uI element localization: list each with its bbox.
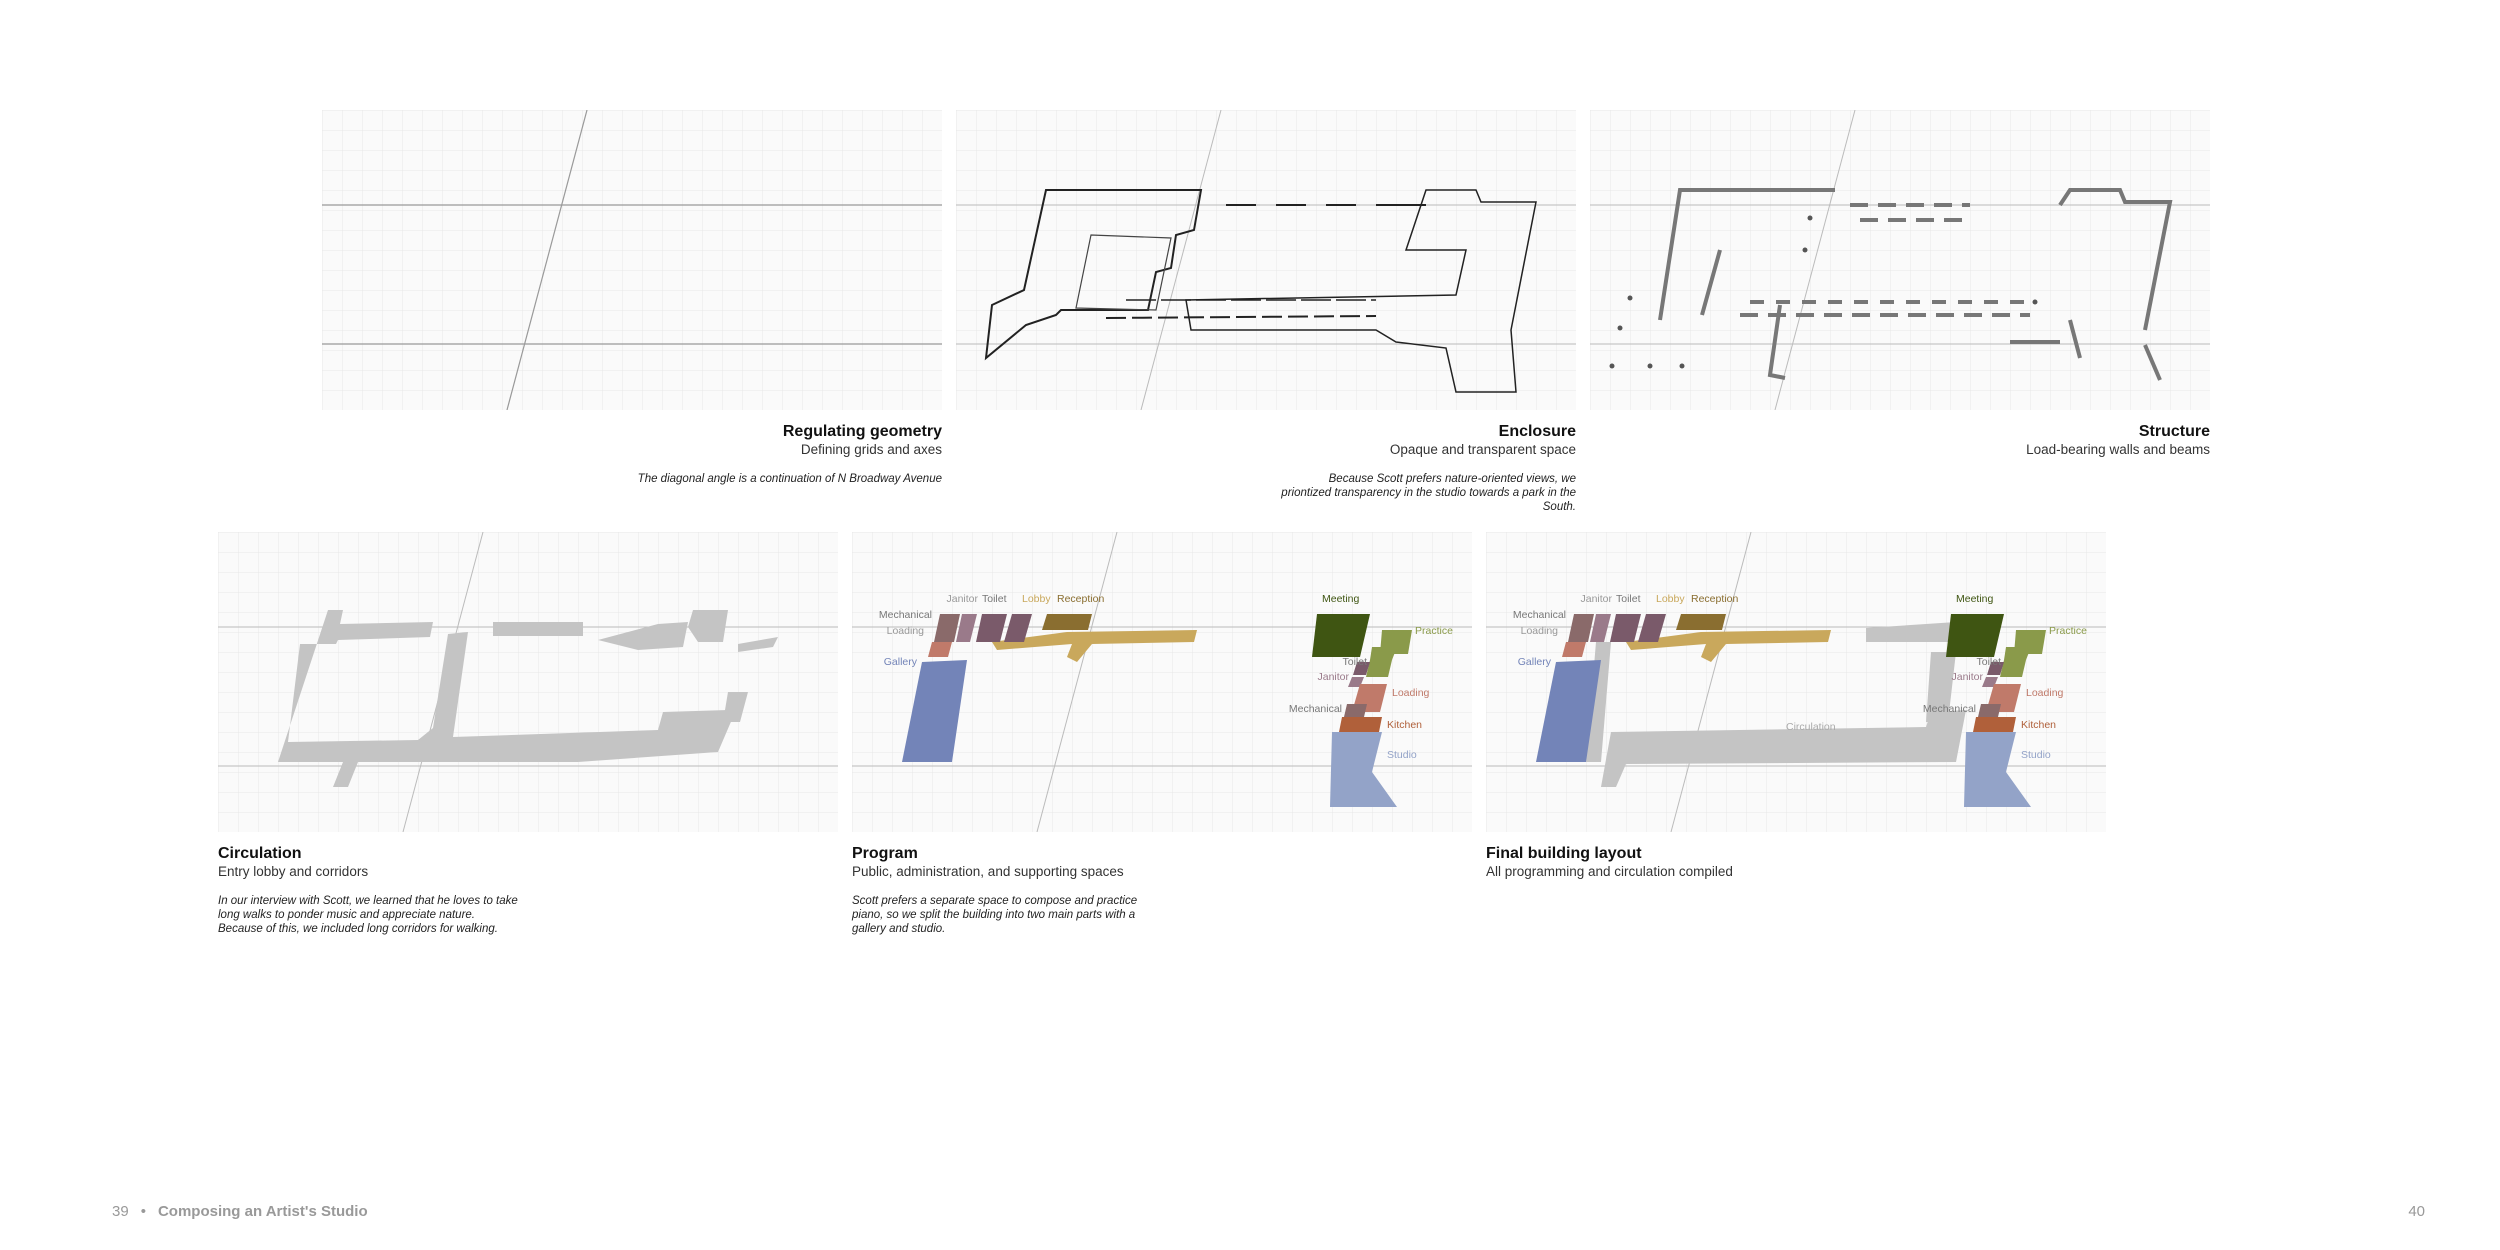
label-toilet: Toilet: [982, 593, 1007, 605]
panel-program: Mechanical Loading Janitor Toilet Lobby …: [852, 532, 1472, 936]
left-page-number: 39: [112, 1203, 129, 1220]
enclosure-diagram: [956, 110, 1576, 410]
label-janitor: Janitor: [946, 593, 978, 605]
panel-note: Because Scott prefers nature-oriented vi…: [1281, 473, 1576, 513]
panel-note: Scott prefers a separate space to compos…: [852, 895, 1138, 935]
label-kitchen: Kitchen: [2021, 719, 2056, 731]
program-diagram: Mechanical Loading Janitor Toilet Lobby …: [852, 532, 1472, 832]
panel-final-layout: Mechanical Loading Janitor Toilet Lobby …: [1486, 532, 2106, 880]
panel-title: Final building layout: [1486, 845, 1642, 862]
panel-subtitle: Load-bearing walls and beams: [2026, 442, 2210, 457]
panel-subtitle: Public, administration, and supporting s…: [852, 864, 1124, 879]
panel-title: Enclosure: [1498, 423, 1576, 440]
label-practice: Practice: [2049, 625, 2087, 637]
label-loading: Loading: [1521, 625, 1559, 637]
label-meeting: Meeting: [1322, 593, 1360, 605]
label-toilet-2: Toilet: [1342, 656, 1367, 668]
circulation-diagram: [218, 532, 838, 832]
label-gallery: Gallery: [1518, 656, 1552, 668]
label-mechanical-2: Mechanical: [1289, 703, 1342, 715]
regulating-geometry-diagram: [322, 110, 942, 410]
book-title: Composing an Artist's Studio: [157, 1203, 368, 1220]
footer-separator: •: [140, 1203, 146, 1220]
panel-title: Regulating geometry: [782, 423, 942, 440]
label-mechanical: Mechanical: [879, 609, 932, 621]
label-mechanical-2: Mechanical: [1923, 703, 1976, 715]
panel-subtitle: All programming and circulation compiled: [1486, 864, 1733, 879]
label-lobby: Lobby: [1656, 593, 1685, 605]
label-janitor-2: Janitor: [1317, 671, 1349, 683]
label-loading: Loading: [887, 625, 925, 637]
label-reception: Reception: [1691, 593, 1738, 605]
panel-title: Circulation: [218, 845, 302, 862]
label-loading-2: Loading: [1392, 687, 1430, 699]
panel-enclosure: Enclosure Opaque and transparent space B…: [956, 110, 1576, 514]
label-kitchen: Kitchen: [1387, 719, 1422, 731]
label-circulation: Circulation: [1786, 721, 1836, 733]
final-layout-diagram: Mechanical Loading Janitor Toilet Lobby …: [1486, 532, 2106, 832]
panel-title: Structure: [2138, 423, 2210, 440]
panel-subtitle: Defining grids and axes: [800, 442, 942, 457]
label-studio: Studio: [1387, 749, 1417, 761]
panel-circulation: Circulation Entry lobby and corridors In…: [218, 532, 838, 936]
panel-title: Program: [852, 845, 918, 862]
label-janitor-2: Janitor: [1951, 671, 1983, 683]
panel-subtitle: Opaque and transparent space: [1389, 442, 1576, 457]
label-toilet: Toilet: [1616, 593, 1641, 605]
panel-note: The diagonal angle is a continuation of …: [637, 473, 942, 485]
label-reception: Reception: [1057, 593, 1104, 605]
panel-regulating-geometry: Regulating geometry Defining grids and a…: [322, 110, 942, 486]
label-practice: Practice: [1415, 625, 1453, 637]
panel-subtitle: Entry lobby and corridors: [218, 864, 369, 879]
label-gallery: Gallery: [884, 656, 918, 668]
label-janitor: Janitor: [1580, 593, 1612, 605]
structure-diagram: [1590, 110, 2210, 410]
right-page-number: 40: [2408, 1203, 2425, 1220]
label-studio: Studio: [2021, 749, 2051, 761]
label-toilet-2: Toilet: [1976, 656, 2001, 668]
label-mechanical: Mechanical: [1513, 609, 1566, 621]
label-meeting: Meeting: [1956, 593, 1994, 605]
panel-structure: Structure Load-bearing walls and beams: [1590, 110, 2210, 458]
footer: 39 • Composing an Artist's Studio: [112, 1203, 368, 1220]
panel-note: In our interview with Scott, we learned …: [218, 895, 518, 935]
label-lobby: Lobby: [1022, 593, 1051, 605]
label-loading-2: Loading: [2026, 687, 2064, 699]
